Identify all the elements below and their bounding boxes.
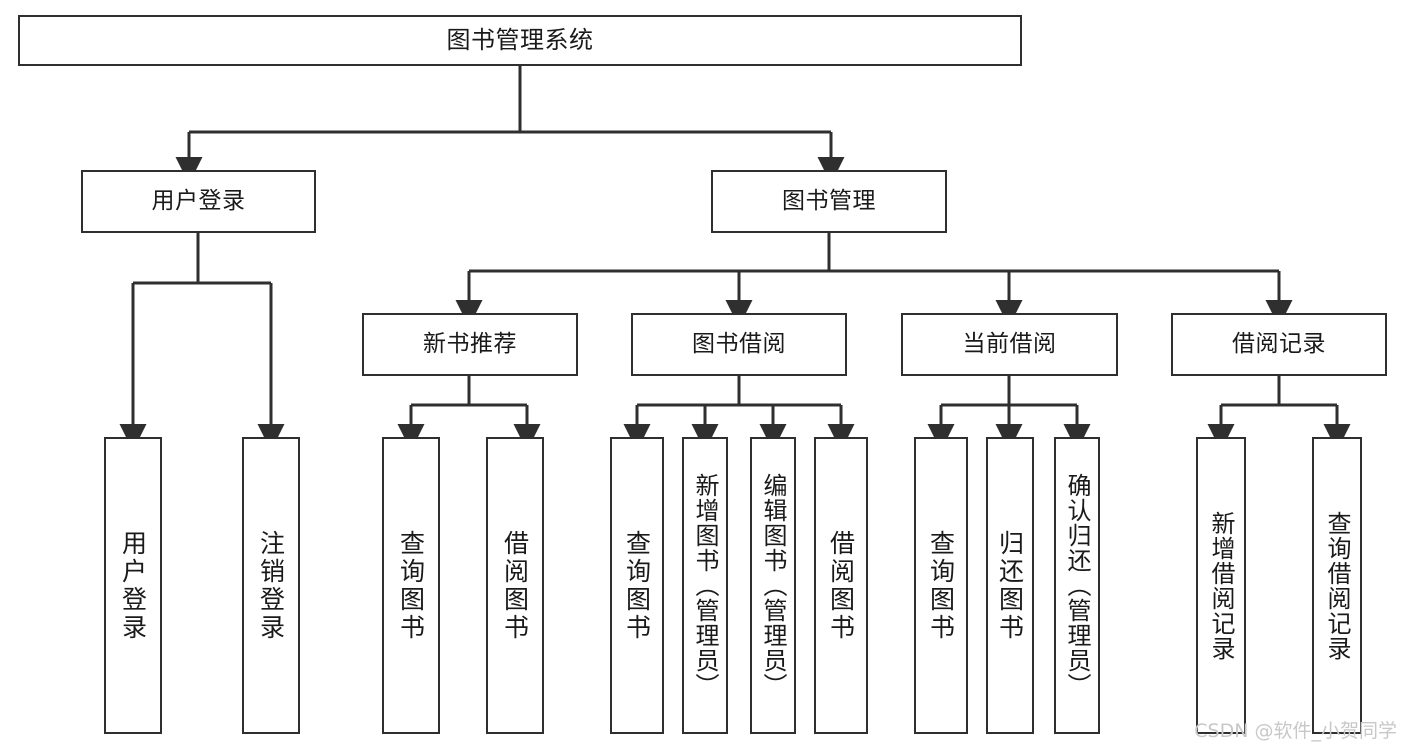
leaf-edit-book-admin[interactable]: 编辑图书（管理员） (750, 437, 796, 734)
node-root-system[interactable]: 图书管理系统 (18, 15, 1022, 66)
leaf-user-login[interactable]: 用户登录 (104, 437, 162, 734)
node-book-management[interactable]: 图书管理 (711, 170, 947, 233)
leaf-query-borrow-record-label: 查询借阅记录 (1323, 510, 1351, 661)
node-borrow-record[interactable]: 借阅记录 (1171, 313, 1387, 376)
node-book-borrow-label: 图书借阅 (692, 330, 786, 357)
leaf-borrow-book-borrow[interactable]: 借阅图书 (814, 437, 868, 734)
node-book-management-label: 图书管理 (782, 187, 876, 214)
leaf-query-book-borrow[interactable]: 查询图书 (610, 437, 664, 734)
leaf-borrow-book-borrow-label: 借阅图书 (826, 529, 856, 642)
leaf-edit-book-admin-label: 编辑图书（管理员） (759, 473, 787, 698)
node-user-login[interactable]: 用户登录 (81, 170, 316, 233)
node-new-book-recommend[interactable]: 新书推荐 (362, 313, 578, 376)
leaf-user-login-label: 用户登录 (118, 529, 148, 642)
leaf-add-book-admin-label: 新增图书（管理员） (691, 473, 719, 698)
node-current-borrow-label: 当前借阅 (962, 330, 1057, 357)
leaf-query-book-borrow-label: 查询图书 (622, 529, 652, 642)
node-user-login-label: 用户登录 (151, 187, 246, 214)
leaf-logout-login-label: 注销登录 (256, 529, 286, 642)
leaf-query-borrow-record[interactable]: 查询借阅记录 (1312, 437, 1362, 734)
leaf-return-book[interactable]: 归还图书 (986, 437, 1034, 734)
csdn-watermark: CSDN @软件_小贺同学 (1194, 720, 1397, 742)
leaf-confirm-return-admin[interactable]: 确认归还（管理员） (1054, 437, 1100, 734)
node-book-borrow[interactable]: 图书借阅 (631, 313, 847, 376)
leaf-query-book-recommend[interactable]: 查询图书 (382, 437, 440, 734)
leaf-query-book-current[interactable]: 查询图书 (914, 437, 968, 734)
leaf-logout-login[interactable]: 注销登录 (242, 437, 300, 734)
node-root-system-label: 图书管理系统 (446, 26, 594, 55)
leaf-add-borrow-record-label: 新增借阅记录 (1207, 510, 1235, 661)
leaf-query-book-current-label: 查询图书 (926, 529, 956, 642)
leaf-borrow-book-recommend[interactable]: 借阅图书 (486, 437, 544, 734)
leaf-query-book-recommend-label: 查询图书 (396, 529, 426, 642)
leaf-borrow-book-recommend-label: 借阅图书 (500, 529, 530, 642)
leaf-add-book-admin[interactable]: 新增图书（管理员） (682, 437, 728, 734)
leaf-confirm-return-admin-label: 确认归还（管理员） (1063, 473, 1091, 698)
leaf-add-borrow-record[interactable]: 新增借阅记录 (1196, 437, 1246, 734)
leaf-return-book-label: 归还图书 (995, 529, 1025, 642)
node-new-book-recommend-label: 新书推荐 (423, 330, 517, 357)
node-current-borrow[interactable]: 当前借阅 (901, 313, 1118, 376)
node-borrow-record-label: 借阅记录 (1232, 330, 1326, 357)
